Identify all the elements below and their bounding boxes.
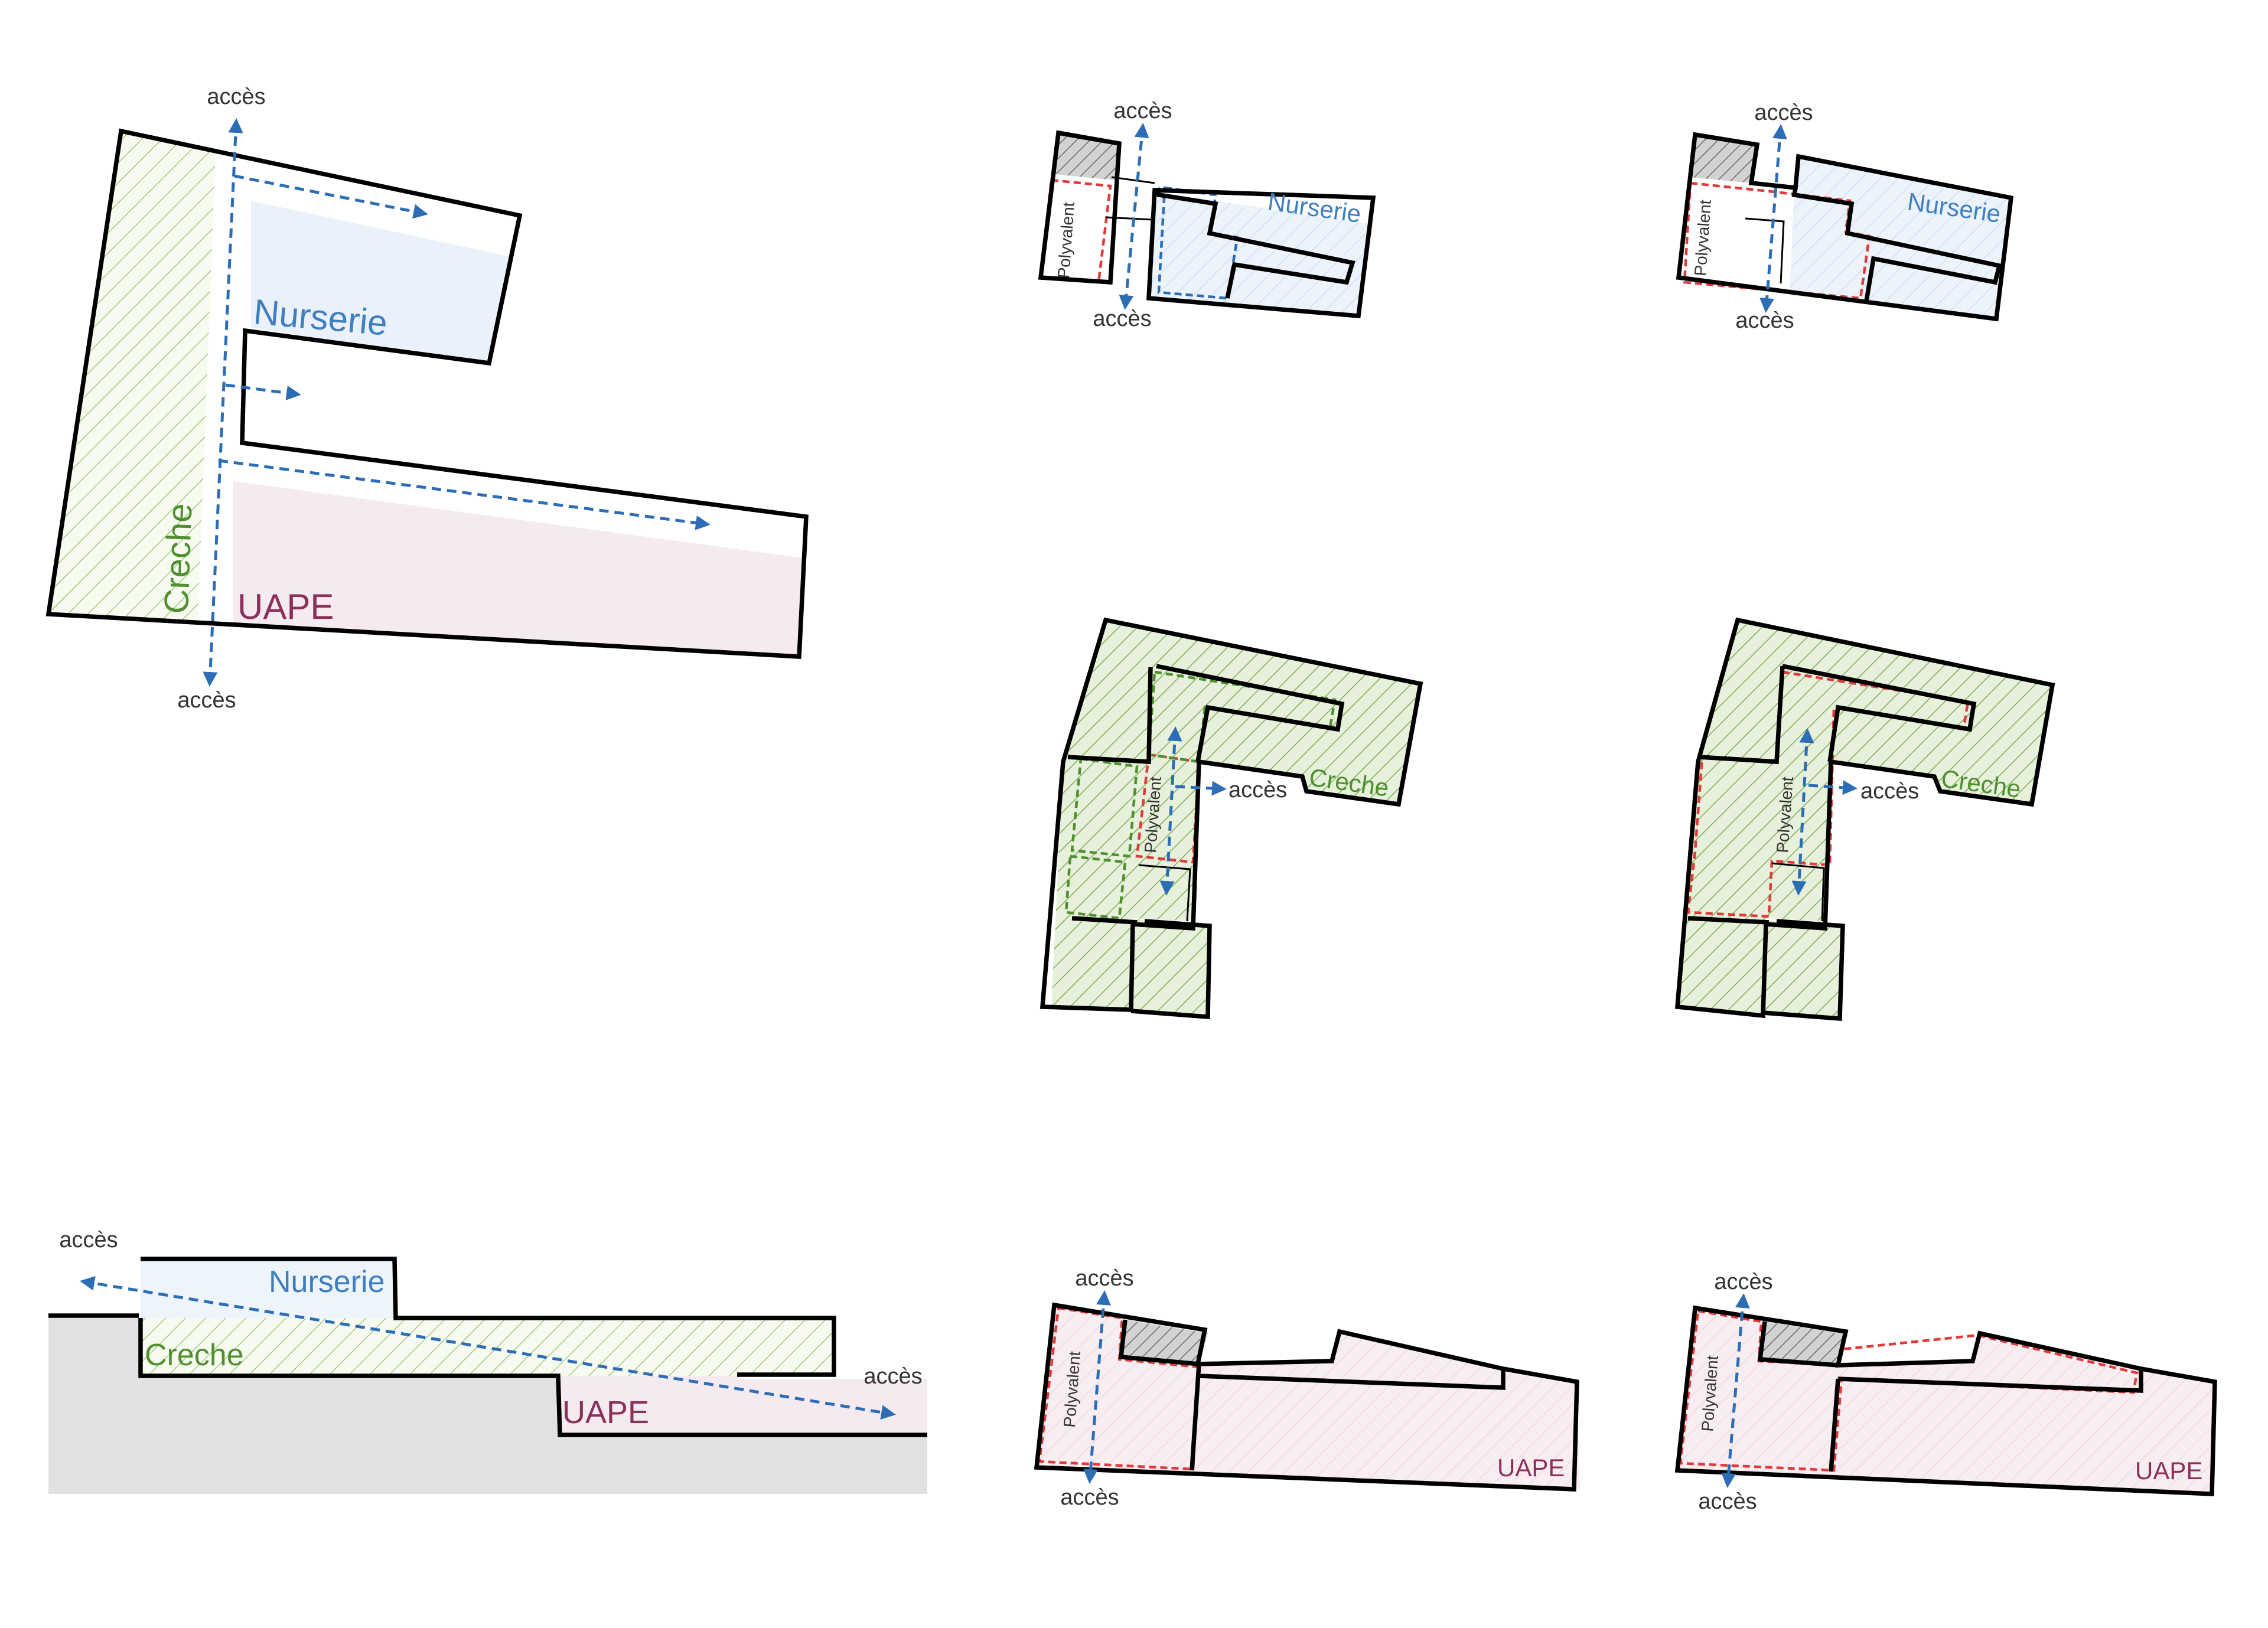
- creche-zone-hatch: [48, 131, 216, 620]
- creche-a-green-dashed-2: [1070, 757, 1139, 858]
- uape-a-access-arrow: [1083, 1290, 1111, 1484]
- creche-option-a: accès Creche Polyvalent: [1040, 617, 1423, 1020]
- section-access-arrow: [80, 1275, 896, 1420]
- creche-b-horizontal-arrow: [1808, 780, 1858, 795]
- section-diagram: accès accès Nurserie Creche UAPE: [48, 1228, 927, 1494]
- creche-option-b: accès Creche Polyvalent: [1674, 617, 2055, 1022]
- nurserie-zone: [251, 201, 511, 365]
- creche-a-lower-block: [1125, 918, 1210, 1016]
- main-access-bottom-label: accès: [177, 688, 236, 713]
- section-nurserie-label: Nurserie: [269, 1265, 385, 1299]
- nurserie-a-inner-walls: [1155, 187, 1355, 299]
- uape-zone: [233, 481, 803, 655]
- creche-b-vertical-arrow: [1791, 728, 1814, 896]
- uape-a-access-bottom-label: accès: [1060, 1485, 1119, 1510]
- main-uape-label: UAPE: [237, 587, 334, 627]
- nurserie-b-blue-zone: [1790, 156, 2011, 319]
- uape-a-inner-walls: [1118, 1319, 1506, 1471]
- nurserie-a-access-top-label: accès: [1113, 99, 1172, 123]
- creche-b-lower-block: [1760, 920, 1843, 1019]
- uape-b-inner-walls: [1757, 1321, 2143, 1472]
- uape-b-access-top-label: accès: [1714, 1270, 1772, 1294]
- uape-b-access-bottom-label: accès: [1698, 1489, 1757, 1514]
- section-creche-zone: [141, 1318, 834, 1376]
- uape-a-access-top-label: accès: [1075, 1266, 1133, 1291]
- uape-a-outline: [1034, 1302, 1579, 1492]
- main-arrow-middle: [225, 383, 301, 400]
- nurserie-b-grey-block: [1690, 135, 1757, 183]
- creche-b-hatch: [1677, 620, 2052, 1013]
- nurserie-b-access-bottom-label: accès: [1735, 308, 1794, 333]
- uape-option-a: accès accès UAPE Polyvalent: [1034, 1266, 1580, 1510]
- creche-a-inner-walls: [1067, 664, 1345, 1020]
- nurserie-b-inner-walls: [1791, 187, 2002, 302]
- creche-a-outline: [1040, 617, 1423, 1012]
- nurserie-a-blue-zone: [1149, 192, 1373, 316]
- main-arrow-uape: [218, 459, 711, 530]
- uape-b-grey-block: [1760, 1322, 1847, 1365]
- nurserie-a-polyvalent-label: Polyvalent: [1054, 201, 1078, 279]
- uape-b-access-arrow: [1721, 1293, 1750, 1488]
- nurserie-b-polyvalent-label: Polyvalent: [1691, 199, 1715, 276]
- uape-b-label: UAPE: [2135, 1457, 2202, 1485]
- section-creche-label: Creche: [145, 1338, 244, 1372]
- nurserie-b-access-arrow: [1759, 124, 1787, 313]
- creche-a-horizontal-arrow: [1175, 781, 1227, 796]
- creche-a-access-label: accès: [1228, 778, 1287, 802]
- creche-b-access-label: accès: [1860, 779, 1919, 804]
- creche-b-thin-walls: [1771, 862, 1825, 922]
- creche-a-hatch: [1051, 620, 1420, 1010]
- section-uape-label: UAPE: [562, 1395, 649, 1430]
- nurserie-option-b: accès accès Nurserie Polyvalent: [1676, 100, 2014, 333]
- main-vertical-access-arrow: [203, 118, 243, 687]
- uape-b-outline: [1674, 1305, 2217, 1496]
- uape-a-grey-block: [1121, 1320, 1208, 1364]
- nurserie-a-access-bottom-label: accès: [1093, 306, 1151, 331]
- nurserie-a-grey-block: [1054, 135, 1119, 180]
- main-arrow-nurserie-top: [234, 174, 428, 219]
- section-access-right-label: accès: [863, 1364, 922, 1389]
- creche-a-thin-walls: [1138, 864, 1191, 922]
- nurserie-a-outline: [1038, 130, 1376, 319]
- section-access-left-label: accès: [59, 1228, 118, 1252]
- nurserie-b-thin-walls: [1745, 217, 1785, 284]
- uape-option-b: accès accès UAPE Polyvalent: [1674, 1270, 2217, 1514]
- main-access-top-label: accès: [207, 84, 265, 109]
- creche-b-inner-walls: [1687, 664, 1977, 1022]
- creche-a-green-dashed-3: [1064, 854, 1127, 920]
- creche-a-vertical-arrow: [1159, 726, 1182, 896]
- nurserie-b-access-top-label: accès: [1754, 100, 1813, 125]
- nurserie-option-a: accès accès Nurserie Polyvalent: [1038, 99, 1376, 331]
- main-creche-label: Creche: [157, 503, 199, 614]
- uape-a-label: UAPE: [1497, 1454, 1565, 1482]
- nurserie-a-access-arrow: [1119, 123, 1149, 310]
- main-plan: accès accès Nurserie Creche UAPE: [45, 84, 809, 713]
- creche-b-outline: [1674, 617, 2055, 1019]
